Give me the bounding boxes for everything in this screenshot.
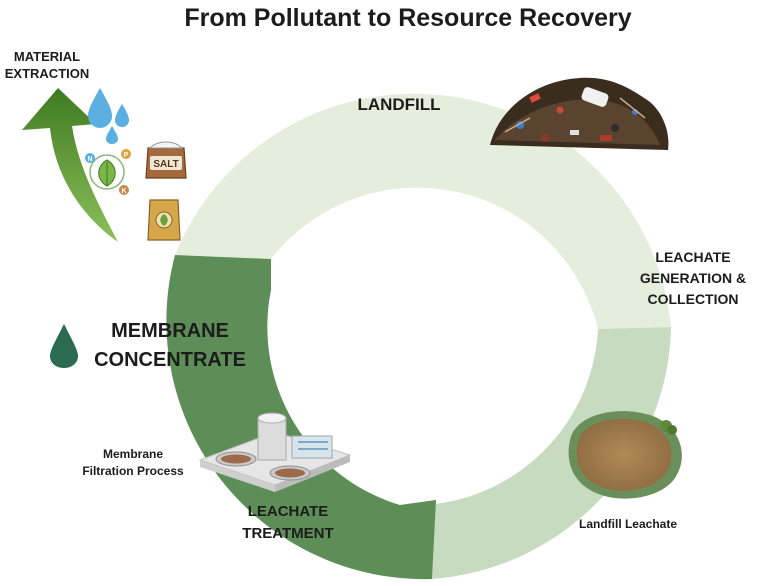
label-membrane-filtration: Membrane Filtration Process (82, 447, 184, 478)
extraction-arrow-icon (22, 88, 118, 242)
treatment-plant-icon (198, 412, 352, 492)
svg-text:K: K (121, 188, 126, 195)
ring-segment-landfill (175, 93, 671, 329)
salt-bag-icon: SALT (145, 141, 187, 179)
svg-text:COLLECTION: COLLECTION (648, 291, 739, 307)
svg-text:EXTRACTION: EXTRACTION (5, 66, 90, 81)
svg-text:LEACHATE: LEACHATE (248, 503, 329, 520)
svg-text:P: P (124, 152, 129, 159)
label-leachate-generation: LEACHATE GENERATION & COLLECTION (640, 249, 746, 307)
water-drops-icon (88, 88, 129, 144)
ring-segment-leachate (400, 327, 671, 579)
svg-text:Filtration Process: Filtration Process (82, 464, 184, 478)
svg-text:N: N (87, 156, 92, 163)
diagram-title: From Pollutant to Resource Recovery (184, 4, 631, 32)
label-leachate-treatment: LEACHATE TREATMENT (242, 503, 333, 542)
fertilizer-bag-icon (147, 199, 181, 241)
svg-text:Membrane: Membrane (103, 447, 163, 461)
leachate-pond-icon (568, 411, 682, 499)
label-membrane-concentrate: MEMBRANE CONCENTRATE (94, 320, 246, 371)
ring-segment-treatment (166, 255, 436, 580)
label-landfill: LANDFILL (357, 95, 440, 114)
svg-text:SALT: SALT (153, 159, 178, 170)
concentrate-drop-icon (50, 324, 78, 368)
label-landfill-leachate: Landfill Leachate (579, 517, 677, 531)
svg-text:GENERATION &: GENERATION & (640, 270, 746, 286)
cycle-ring (166, 93, 671, 580)
svg-text:MATERIAL: MATERIAL (14, 49, 80, 64)
npk-nutrient-icon: N P K (85, 149, 131, 195)
svg-text:MEMBRANE: MEMBRANE (111, 320, 229, 342)
svg-text:LEACHATE: LEACHATE (655, 249, 730, 265)
svg-text:CONCENTRATE: CONCENTRATE (94, 349, 246, 371)
landfill-pile-icon (490, 77, 669, 150)
svg-text:TREATMENT: TREATMENT (242, 525, 333, 542)
label-material-extraction: MATERIAL EXTRACTION (5, 49, 90, 81)
